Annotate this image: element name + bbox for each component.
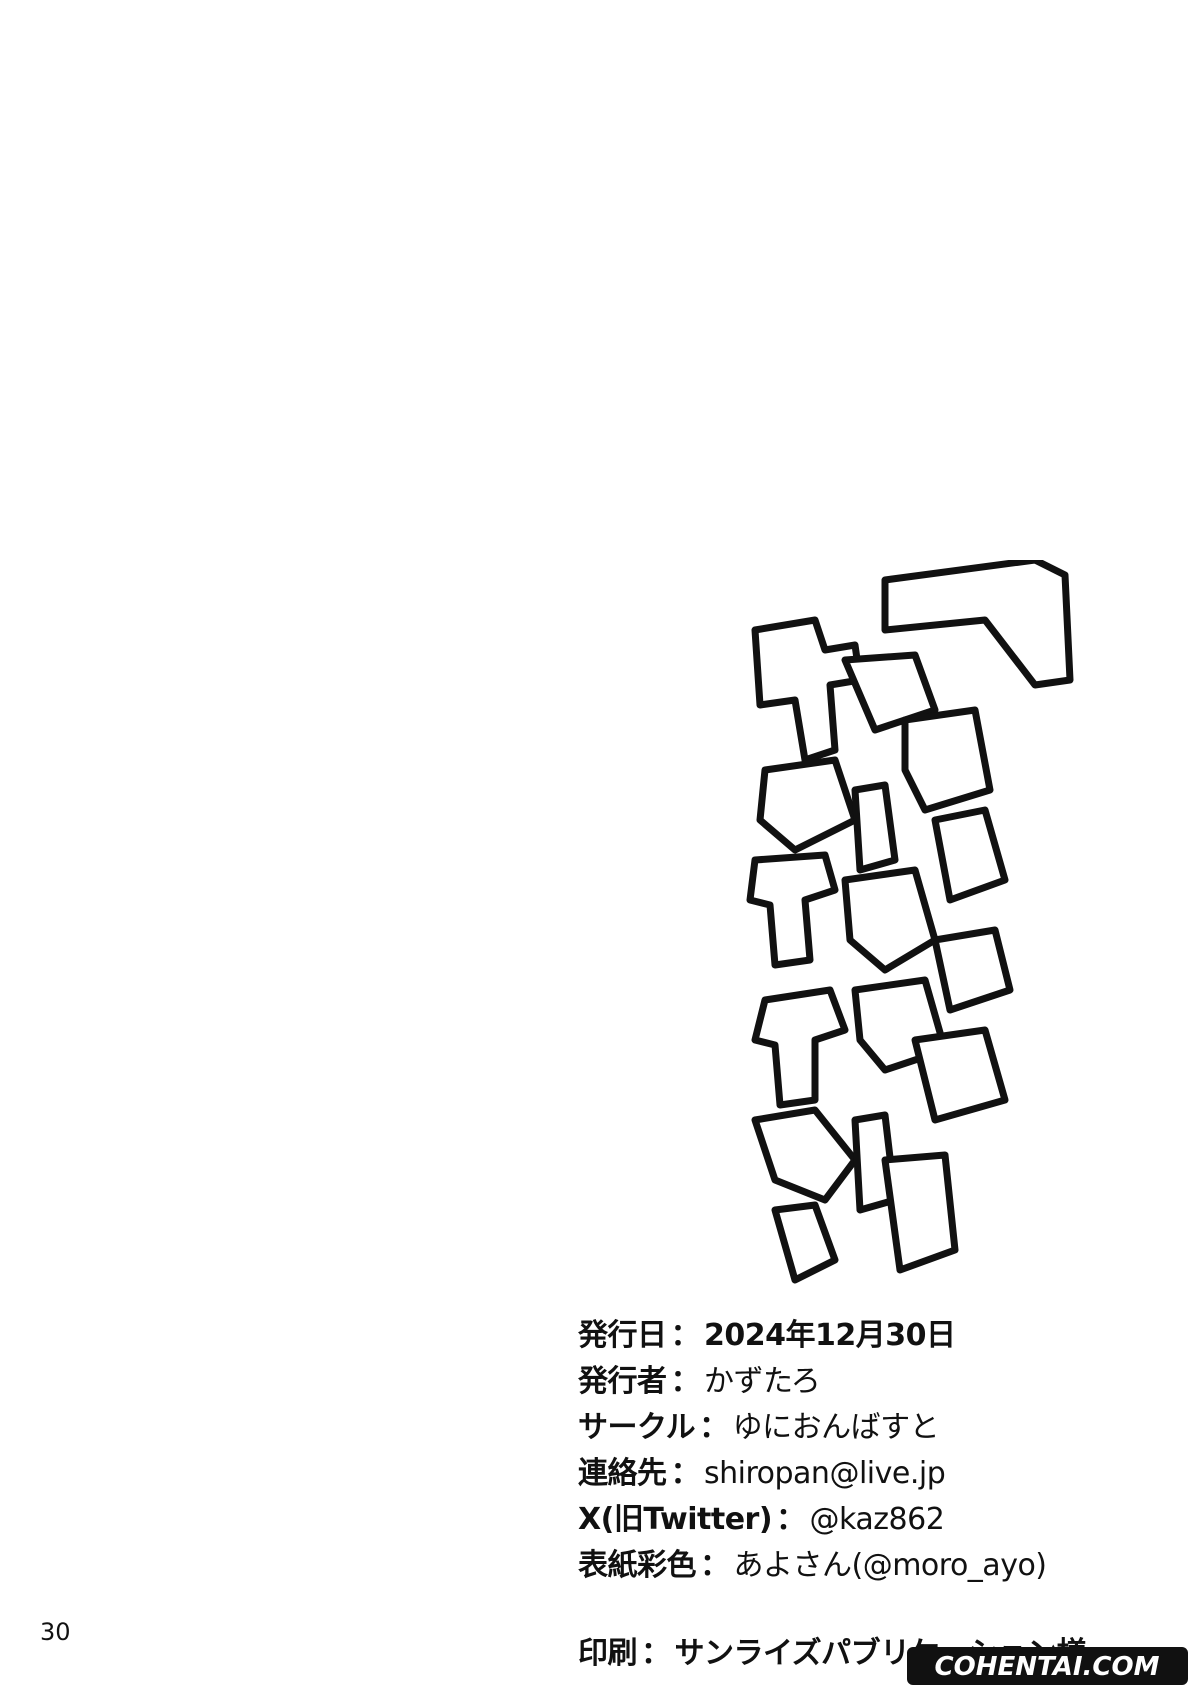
colophon-row-release-date: 発行日 ： 2024年12月30日 [578, 1310, 1178, 1356]
row-value: @kaz862 [809, 1502, 945, 1537]
colophon-row-publisher: 発行者 ： かずたろ [578, 1356, 1178, 1402]
colophon-row-x-account: X(旧Twitter) ： @kaz862 [578, 1494, 1178, 1540]
row-value: 2024年12月30日 [704, 1318, 956, 1353]
row-separator: ： [700, 1548, 730, 1583]
row-label: サークル [578, 1410, 696, 1445]
row-value: ゆにおんばすと [732, 1410, 940, 1445]
watermark-text: COHENTAI.COM [935, 1652, 1160, 1682]
colophon-row-printer: 印刷 ： サンライズパブリケーション様 [578, 1628, 1086, 1674]
watermark-background [907, 1647, 1188, 1685]
row-separator: ： [670, 1318, 701, 1353]
title-logo-art [746, 560, 1074, 1284]
colophon: 発行日 ： 2024年12月30日 発行者 ： かずたろ サークル ： ゆにおん… [578, 1310, 1178, 1671]
row-separator: ： [670, 1364, 701, 1399]
row-value: あよさん(@moro_ayo) [733, 1548, 1048, 1583]
page-number: 30 [40, 1618, 71, 1646]
colophon-row-cover-coloring: 表紙彩色 ： あよさん(@moro_ayo) [578, 1540, 1178, 1586]
row-separator: ： [699, 1410, 729, 1445]
row-label: 印刷 [578, 1636, 638, 1671]
colophon-row-circle: サークル ： ゆにおんばすと [578, 1402, 1178, 1448]
colophon-row-contact: 連絡先 ： shiropan@live.jp [578, 1448, 1178, 1494]
watermark-logo: COHENTAI.COM [907, 1647, 1188, 1685]
row-separator: ： [641, 1636, 671, 1671]
row-label: 表紙彩色 [578, 1548, 697, 1583]
row-separator: ： [670, 1456, 701, 1491]
row-label: X(旧Twitter) [578, 1502, 773, 1537]
row-label: 発行者 [578, 1364, 667, 1399]
row-label: 発行日 [578, 1318, 667, 1353]
row-value: かずたろ [704, 1364, 821, 1399]
row-value: shiropan@live.jp [704, 1456, 946, 1491]
row-label: 連絡先 [578, 1456, 667, 1491]
row-separator: ： [776, 1502, 806, 1537]
